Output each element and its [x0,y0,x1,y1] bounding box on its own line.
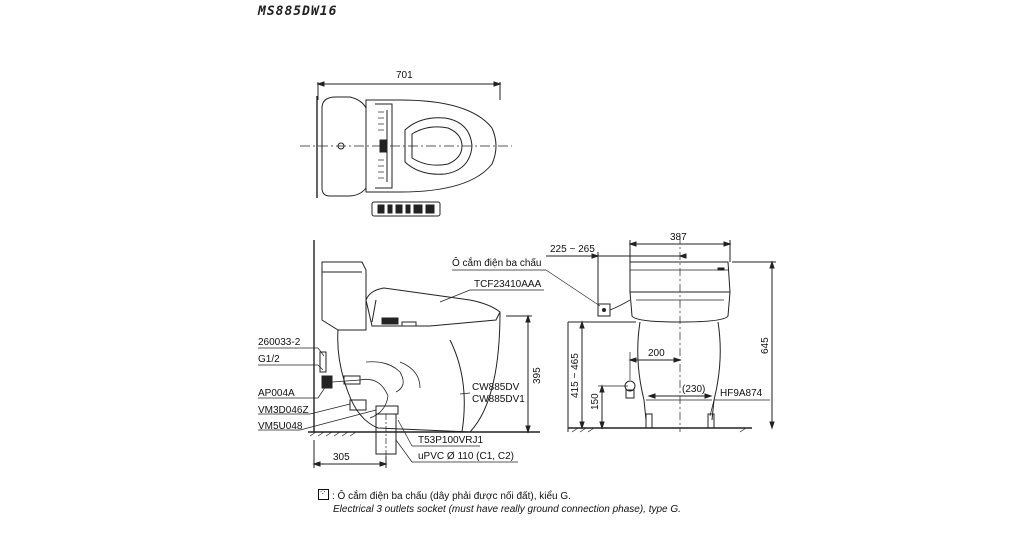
label-part-vm3d: VM3D046Z [258,405,309,416]
label-valve-part: 260033-2 [258,337,301,348]
dim-socket-offset: 225 ~ 265 [550,244,595,255]
label-seat-model: TCF23410AAA [474,279,542,290]
label-drain-pipe: uPVC Ø 110 (C1, C2) [418,451,514,462]
label-part-vm5u: VM5U048 [258,421,303,432]
top-width-dim: 701 [396,70,413,81]
side-rough-in-dim: 305 [333,452,350,463]
dim-supply-height: 415 ~ 465 [570,353,581,398]
model-code: MS885DW16 [258,4,338,19]
label-supply-hose: AP004A [258,388,295,399]
label-bowl-model-a: CW885DV [472,382,520,393]
side-bowl-height-dim: 395 [532,367,543,384]
side-view: 305 395 260033-2 G1/2 AP004A VM3D046Z VM… [258,240,544,468]
dim-front-width: 387 [670,232,687,243]
top-view: 701 [300,70,512,217]
dim-bolt-height: 150 [590,393,601,410]
dim-bolt-spacing: (230) [682,384,705,395]
label-bolt: HF9A874 [720,388,763,399]
label-socket: Ô cắm điện ba chấu [452,256,542,269]
footnote: : Ô cắm điện ba chấu (dây phải được nối … [318,486,681,516]
footnote-en: Electrical 3 outlets socket (must have r… [333,504,681,515]
footnote-vi: : Ô cắm điện ba chấu (dây phải được nối … [332,491,571,502]
label-bowl-model-b: CW885DV1 [472,394,525,405]
dim-supply-offset: 200 [648,348,665,359]
label-flange: T53P100VRJ1 [418,435,483,446]
dim-front-height: 645 [760,337,771,354]
front-view: Ô cắm điện ba chấu 225 ~ 265 387 [452,232,776,433]
socket-symbol-icon [318,486,329,500]
label-valve-thread: G1/2 [258,354,280,365]
